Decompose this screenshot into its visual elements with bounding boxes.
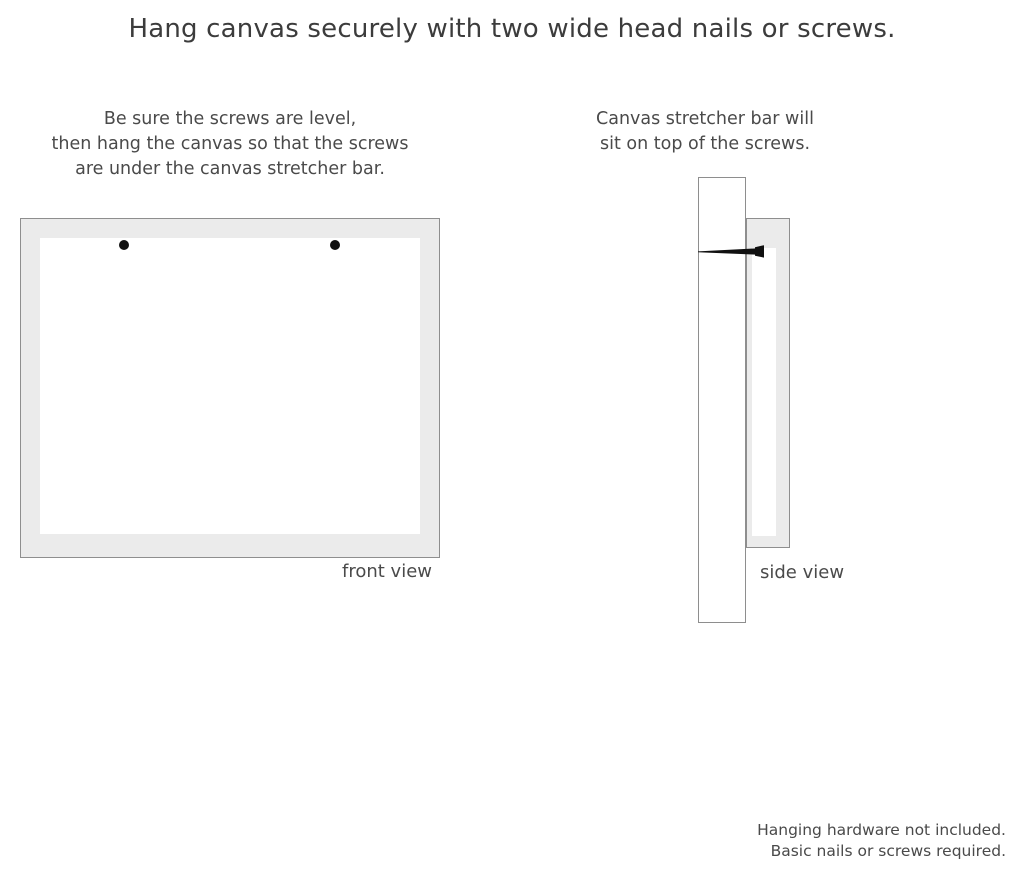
front-view-caption-line-2: then hang the canvas so that the screws (51, 134, 409, 154)
left-screw-icon (119, 240, 129, 250)
front-view-caption-line-3: are under the canvas stretcher bar. (75, 159, 385, 179)
front-view-diagram (20, 218, 440, 558)
front-view-caption: Be sure the screws are level, then hang … (20, 107, 440, 182)
side-view-label: side view (760, 562, 845, 583)
front-view-caption-line-1: Be sure the screws are level, (103, 109, 357, 129)
right-screw-icon (330, 240, 340, 250)
side-view-diagram (690, 170, 870, 630)
front-view-label: front view (342, 561, 432, 582)
footer-note-line-2: Basic nails or screws required. (770, 842, 1006, 860)
canvas-face-side (752, 248, 776, 536)
footer-note: Hanging hardware not included. Basic nai… (757, 820, 1006, 862)
footer-note-line-1: Hanging hardware not included. (757, 821, 1006, 839)
side-view-caption: Canvas stretcher bar will sit on top of … (578, 107, 832, 157)
nail-icon (698, 245, 764, 258)
canvas-face-front (40, 238, 420, 534)
page-title: Hang canvas securely with two wide head … (128, 14, 896, 44)
side-view-caption-line-1: Canvas stretcher bar will (596, 109, 814, 129)
side-view-caption-line-2: sit on top of the screws. (599, 134, 811, 154)
